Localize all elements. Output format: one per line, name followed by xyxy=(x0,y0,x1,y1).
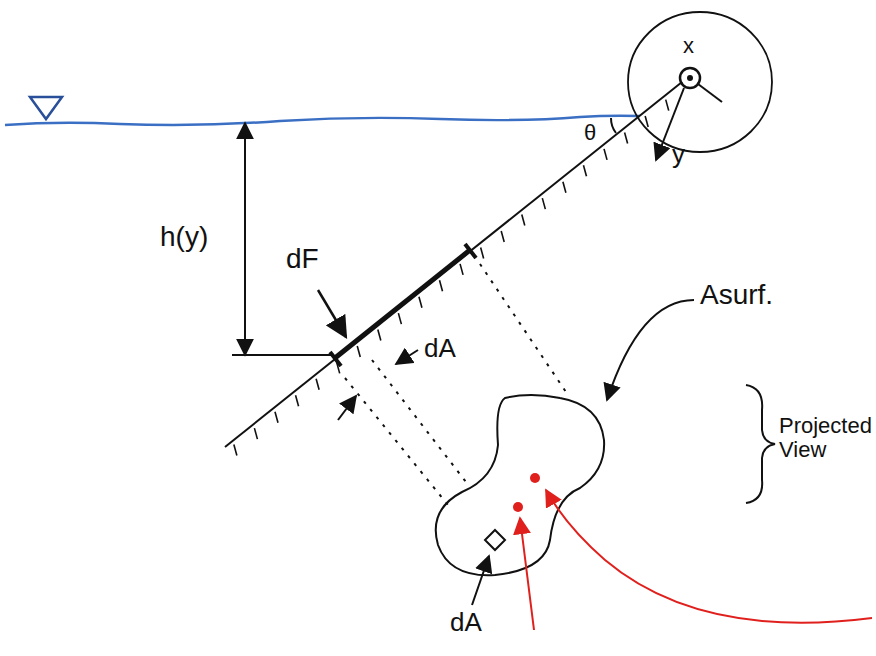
strip-end xyxy=(330,352,341,366)
hinge-pivot xyxy=(680,68,700,88)
inclined-plate xyxy=(225,82,682,447)
hatch-mark xyxy=(481,247,484,258)
pressure-center-dot xyxy=(513,502,523,512)
detail-circle xyxy=(628,12,772,152)
hatch-mark xyxy=(542,198,545,209)
surface-area-label: Asurf. xyxy=(700,280,773,311)
depth-arrow xyxy=(244,123,246,355)
surface-leader xyxy=(607,300,694,400)
hatch-mark xyxy=(398,313,401,324)
view-brace xyxy=(746,385,775,503)
hatch-mark xyxy=(316,379,319,390)
red-leader xyxy=(546,490,872,623)
projection-line xyxy=(372,360,466,482)
projected-surface xyxy=(436,395,604,575)
hatch-mark xyxy=(357,346,360,357)
hatch-mark xyxy=(583,165,586,176)
angle-arc xyxy=(611,118,616,133)
force-arrow xyxy=(318,290,346,337)
plate-hatching xyxy=(234,100,669,456)
hatch-mark xyxy=(563,182,566,193)
area-element xyxy=(485,530,505,550)
hatch-mark xyxy=(604,149,607,160)
depth-reference-line xyxy=(232,354,332,356)
view-label: Projected View xyxy=(779,414,872,462)
hatch-mark xyxy=(625,132,628,143)
hatch-mark xyxy=(419,297,422,308)
hatch-mark xyxy=(254,428,257,439)
strip-leader xyxy=(338,396,356,420)
area-label: dA xyxy=(450,608,482,637)
hatch-mark xyxy=(522,215,525,226)
strip-leader xyxy=(396,350,418,364)
area-element-leader xyxy=(472,556,489,605)
depth-label: h(y) xyxy=(160,222,208,253)
hatch-mark xyxy=(296,395,299,406)
axis-label: x xyxy=(683,34,694,58)
strip-end xyxy=(465,244,476,258)
hinge-dot xyxy=(687,75,693,81)
projection-line xyxy=(480,264,566,392)
x-axis-line xyxy=(698,84,722,102)
centroid-dot xyxy=(530,473,540,483)
hatch-mark xyxy=(666,100,669,111)
force-label: dF xyxy=(286,244,319,275)
surface-symbol xyxy=(30,97,62,119)
hatch-mark xyxy=(440,280,443,291)
axis-label: y xyxy=(672,140,685,169)
hatch-mark xyxy=(460,264,463,275)
hatch-mark xyxy=(275,412,278,423)
red-leader xyxy=(520,518,534,630)
area-label: dA xyxy=(424,334,456,363)
hatch-mark xyxy=(645,116,648,127)
hatch-mark xyxy=(501,231,504,242)
projection-line xyxy=(345,378,448,505)
hatch-mark xyxy=(234,445,237,456)
hatch-mark xyxy=(378,330,381,341)
angle-label: θ xyxy=(584,121,596,145)
water-surface xyxy=(5,116,640,125)
